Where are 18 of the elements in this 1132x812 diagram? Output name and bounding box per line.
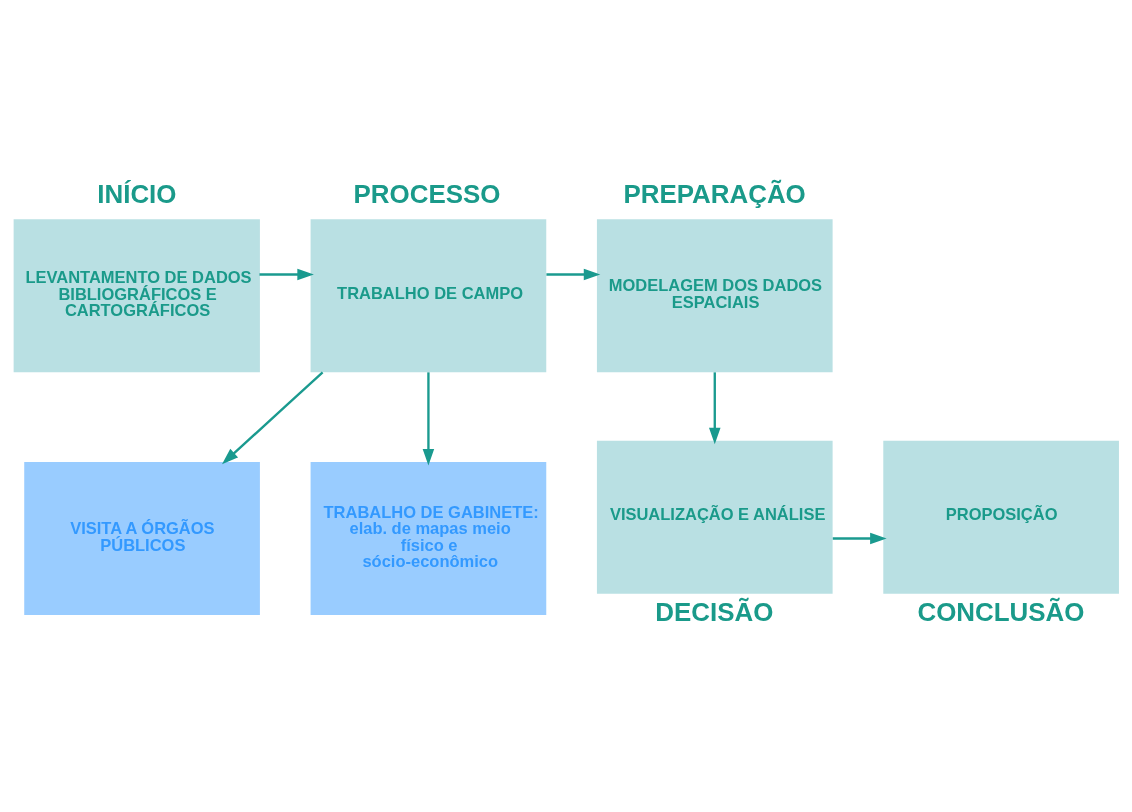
- arrow: [222, 371, 324, 464]
- node-label: DECISÃO: [655, 597, 774, 625]
- node-box: VISUALIZAÇÃO E ANÁLISE: [596, 440, 833, 594]
- node-label: CONCLUSÃO: [917, 597, 1085, 625]
- node-box: TRABALHO DE GABINETE: elab. de mapas meio físico e sócio-econômico: [310, 461, 547, 615]
- node-label: INÍCIO: [97, 179, 177, 208]
- node-label: PREPARAÇÃO: [623, 179, 806, 208]
- arrow: [259, 268, 314, 280]
- node-label: PROCESSO: [353, 179, 501, 208]
- node-box: PROPOSIÇÃO: [883, 440, 1119, 594]
- node-box: VISITA A ÓRGÃOS PÚBLICOS: [24, 461, 260, 615]
- node-box: LEVANTAMENTO DE DADOS BIBLIOGRÁFICOS E CARTOGRÁFICOS: [13, 218, 260, 372]
- arrow: [422, 371, 435, 465]
- arrow: [832, 532, 887, 544]
- node-box: MODELAGEM DOS DADOS ESPACIAIS: [596, 218, 833, 372]
- node-box: TRABALHO DE CAMPO: [310, 218, 547, 372]
- arrow: [709, 371, 721, 444]
- arrow: [546, 268, 601, 280]
